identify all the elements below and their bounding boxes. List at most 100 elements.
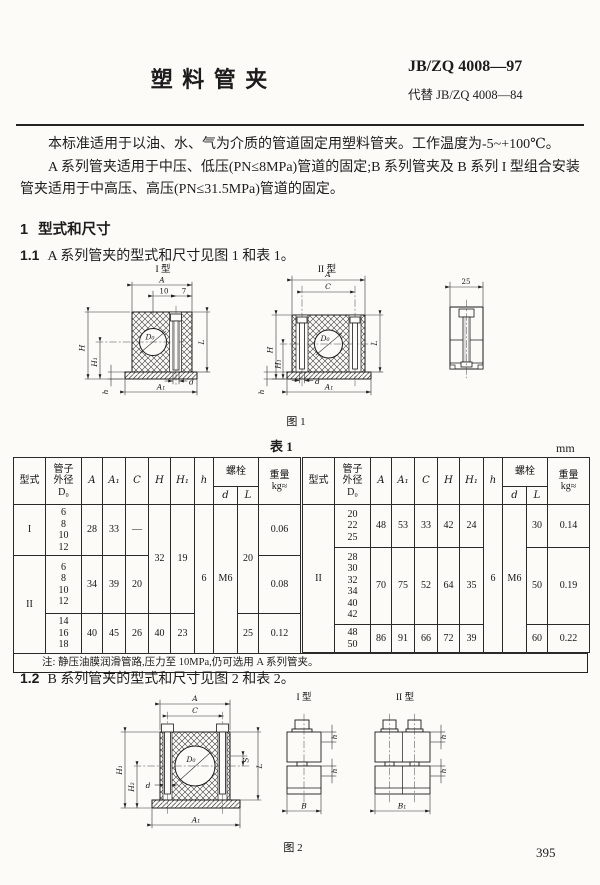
col-A: A: [81, 457, 103, 505]
figure2-type1-label: I 型: [296, 692, 312, 703]
cell-h: 6: [194, 504, 214, 654]
fig1-dim-7: 7: [182, 288, 186, 296]
figure1-type2-label: II 型: [318, 264, 337, 275]
cell-od: 6 8 10 12: [45, 504, 82, 556]
figure2-type2-view: II 型 h h: [370, 692, 448, 815]
fig1-t2-dim-D0: D₀: [319, 334, 329, 343]
superseded-standard: 代替 JB/ZQ 4008—84: [408, 88, 523, 102]
table1-right-half: 型式 管子 外径 D₀ A A₁ C H H₁ h 螺栓 重量 kg≈ d L …: [302, 457, 590, 653]
fig1-dim-D0: D₀: [144, 333, 154, 342]
section-1-1: 1.1 A 系列管夹的型式和尺寸见图 1 和表 1。: [20, 245, 295, 265]
cell-weight: 0.12: [258, 613, 301, 654]
col-C: C: [414, 457, 438, 505]
fig2-t2-dim-h-bottom: h: [439, 768, 448, 773]
section-1-1-number: 1.1: [20, 247, 40, 263]
fig1-dim-h: h: [101, 389, 110, 394]
cell-C: 20: [125, 555, 149, 614]
intro-paragraph-1: 本标准适用于以油、水、气为介质的管道固定用塑料管夹。工作温度为-5~+100℃。: [48, 137, 560, 152]
fig1-t2-dim-h: h: [257, 389, 266, 394]
fig2-dim-A: A: [191, 694, 198, 703]
cell-A: 34: [81, 555, 103, 614]
table1-caption: 表 1: [270, 439, 293, 454]
fig2-dim-H2: H₂: [127, 782, 136, 793]
cell-A1: 45: [102, 613, 126, 654]
cell-weight: 0.06: [258, 504, 301, 556]
cell-A1: 33: [102, 504, 126, 556]
cell-d: M6: [213, 504, 238, 654]
cell-A1: 91: [391, 624, 415, 653]
col-H1: H₁: [170, 457, 195, 505]
col-weight: 重量 kg≈: [547, 457, 590, 505]
figure1-type2-view: II 型: [257, 264, 384, 396]
cell-H1: 24: [459, 504, 484, 548]
col-A1: A₁: [102, 457, 126, 505]
col-bolt-d: d: [213, 486, 238, 505]
col-type: 型式: [13, 457, 46, 505]
col-bolt: 螺栓: [213, 457, 259, 487]
col-bolt-d: d: [502, 486, 527, 505]
cell-od: 20 22 25: [334, 504, 371, 548]
cell-H: 64: [437, 547, 460, 625]
fig2-dim-H1: H₁: [115, 765, 124, 776]
cell-H: 32: [148, 504, 171, 614]
fig2-t1-dim-h-top: h: [330, 734, 339, 739]
fig1-dim-L: L: [197, 339, 206, 345]
header-rule: [16, 124, 584, 126]
cell-od: 6 8 10 12: [45, 555, 82, 614]
fig1-t2-dim-A: A: [324, 270, 331, 279]
fig1-dim-A1: A₁: [156, 383, 165, 392]
cell-h: 6: [483, 504, 503, 653]
col-bolt-L: L: [237, 486, 259, 505]
standard-number: JB/ZQ 4008—97: [408, 58, 523, 75]
cell-C: 52: [414, 547, 438, 625]
figure2-main-view: A C H₁ H₂ d A₁ S L D₀: [115, 694, 264, 829]
section-1-title: 型式和尺寸: [38, 222, 111, 238]
cell-H: 40: [148, 613, 171, 654]
section-1-2-text: B 系列管夹的型式和尺寸见图 2 和表 2。: [47, 672, 295, 687]
fig2-dim-B1: B₁: [397, 802, 407, 811]
figure2-caption: 图 2: [283, 841, 302, 854]
cell-L: 25: [237, 613, 259, 654]
col-h: h: [194, 457, 214, 505]
section-1-number: 1: [20, 222, 29, 238]
col-C: C: [125, 457, 149, 505]
col-weight: 重量 kg≈: [258, 457, 301, 505]
figure2-type1-view: I 型 h h B: [282, 692, 339, 815]
cell-C: 26: [125, 613, 149, 654]
cell-H1: 23: [170, 613, 195, 654]
cell-od: 48 50: [334, 624, 371, 653]
col-od: 管子 外径 D₀: [334, 457, 371, 505]
figure1-type1-label: I 型: [155, 264, 171, 275]
fig1-dim-H1: H₁: [90, 357, 99, 368]
cell-A: 28: [81, 504, 103, 556]
fig1-dim-H: H: [78, 344, 87, 352]
figure1-side-view: 25: [445, 278, 484, 379]
col-A: A: [370, 457, 392, 505]
table1-note: 注: 静压油膜润滑管路,压力至 10MPa,仍可选用 A 系列管夹。: [13, 653, 588, 673]
fig2-dim-d: d: [146, 781, 151, 790]
figure1-drawing: I 型: [78, 264, 484, 428]
cell-A1: 53: [391, 504, 415, 548]
col-H: H: [437, 457, 460, 505]
col-bolt: 螺栓: [502, 457, 548, 487]
cell-L: 30: [526, 504, 548, 548]
cell-weight: 0.19: [547, 547, 590, 625]
cell-type: II: [13, 555, 46, 654]
cell-H: 42: [437, 504, 460, 548]
cell-od: 28 30 32 34 40 42: [334, 547, 371, 625]
cell-C: 66: [414, 624, 438, 653]
cell-H: 72: [437, 624, 460, 653]
section-1-1-text: A 系列管夹的型式和尺寸见图 1 和表 1。: [47, 249, 295, 264]
fig2-dim-B: B: [300, 802, 307, 811]
cell-A: 86: [370, 624, 392, 653]
table1-unit: mm: [556, 441, 575, 455]
cell-H1: 39: [459, 624, 484, 653]
col-A1: A₁: [391, 457, 415, 505]
cell-H1: 35: [459, 547, 484, 625]
section-1-heading: 1 型式和尺寸: [20, 218, 111, 239]
fig2-t1-dim-h-bottom: h: [330, 768, 339, 773]
col-type: 型式: [302, 457, 335, 505]
cell-L: 20: [237, 504, 259, 614]
